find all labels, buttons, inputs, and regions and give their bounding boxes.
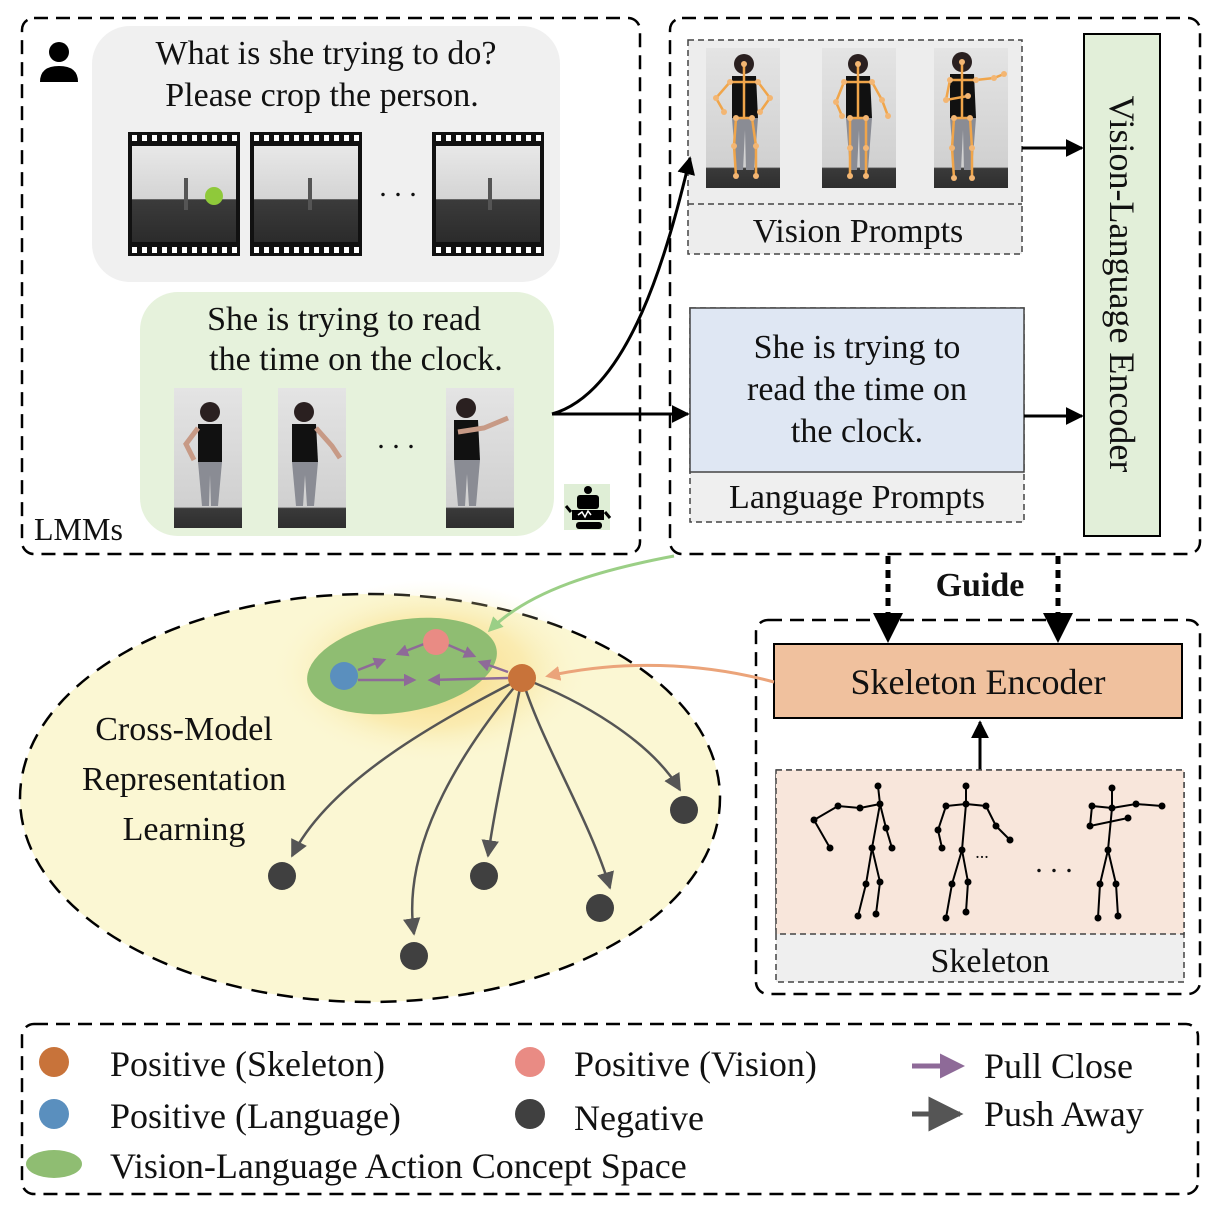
negative-node-4 xyxy=(586,894,614,922)
lmm-panel xyxy=(20,16,642,556)
answer-line1: She is trying to read xyxy=(207,301,481,338)
negative-node-5 xyxy=(670,796,698,824)
pull-arrow-4 xyxy=(477,659,509,674)
push-arrow-3 xyxy=(481,677,524,858)
skeleton-panel xyxy=(754,618,1202,996)
pose-frame-2 xyxy=(822,48,896,188)
video-frame-3 xyxy=(432,132,544,256)
legend-negative: Negative xyxy=(574,1098,704,1138)
skeleton-figure-2 xyxy=(934,782,1014,922)
push-away-arrows xyxy=(290,676,682,936)
cropped-person-1 xyxy=(174,388,242,528)
skeleton-figure-3 xyxy=(1086,784,1166,922)
legend-concept-space: Vision-Language Action Concept Space xyxy=(110,1146,687,1186)
vl-encoder-to-space-arrow xyxy=(487,554,675,633)
legend-concept-marker xyxy=(26,1150,82,1178)
skeleton-small-ellipsis: ... xyxy=(975,842,989,862)
push-arrow-5 xyxy=(521,676,682,792)
negative-node-2 xyxy=(400,942,428,970)
video-frame-2 xyxy=(250,132,362,256)
skeleton-label: Skeleton xyxy=(931,943,1050,980)
legend-skeleton-marker xyxy=(39,1047,69,1077)
legend-language-marker xyxy=(39,1099,69,1129)
pull-arrow-6 xyxy=(427,673,509,686)
concept-space xyxy=(307,617,497,715)
vision-language-encoder xyxy=(1083,33,1161,537)
user-query-line2: Please crop the person. xyxy=(165,77,478,114)
language-prompt-line3: the clock. xyxy=(791,413,923,450)
cross-model-title-line2: Representation xyxy=(82,761,286,798)
cropped-person-2 xyxy=(278,388,346,528)
cross-model-title-line3: Learning xyxy=(123,811,246,848)
push-arrow-2 xyxy=(403,677,523,936)
cross-model-title-line1: Cross-Model xyxy=(95,711,273,748)
vision-language-encoder-label: Vision-Language Encoder xyxy=(1102,96,1142,473)
legend xyxy=(20,1022,1200,1196)
skeleton-encoder-label: Skeleton Encoder xyxy=(851,662,1106,702)
cropped-person-3 xyxy=(446,388,514,528)
user-query-line1: What is she trying to do? xyxy=(156,35,497,72)
answer-line2: the time on the clock. xyxy=(209,341,503,378)
vision-positive-node xyxy=(423,629,449,655)
negative-node-3 xyxy=(470,862,498,890)
user-icon xyxy=(36,38,82,84)
person-ellipsis: . . . xyxy=(377,422,415,455)
pull-arrow-3 xyxy=(445,642,477,658)
to-vision-arrow xyxy=(551,156,695,416)
pose-frame-3 xyxy=(934,48,1008,188)
pull-arrow-2 xyxy=(395,642,425,657)
language-prompt-line1: She is trying to xyxy=(754,329,961,366)
lmms-label: LMMs xyxy=(34,511,123,547)
push-arrow-4 xyxy=(520,677,614,890)
legend-push-away: Push Away xyxy=(984,1094,1144,1134)
legend-pull-close: Pull Close xyxy=(984,1046,1133,1086)
language-positive-node xyxy=(330,662,358,690)
legend-vision-marker xyxy=(515,1047,545,1077)
vision-prompts-label: Vision Prompts xyxy=(753,213,964,250)
prompt-panel xyxy=(668,16,1202,556)
legend-negative-marker xyxy=(515,1099,545,1129)
push-arrow-1 xyxy=(290,676,523,858)
robot-icon xyxy=(564,484,612,530)
legend-positive-skeleton: Positive (Skeleton) xyxy=(110,1044,385,1084)
pose-frame-1 xyxy=(706,48,780,188)
language-prompt-line2: read the time on xyxy=(747,371,967,408)
language-prompts-label: Language Prompts xyxy=(729,479,985,516)
legend-positive-vision: Positive (Vision) xyxy=(574,1044,817,1084)
skeleton-ellipsis: . . . xyxy=(1035,846,1073,879)
guide-label: Guide xyxy=(936,567,1025,604)
legend-positive-language: Positive (Language) xyxy=(110,1096,401,1136)
pull-arrow-1 xyxy=(357,657,387,672)
skeleton-positive-node xyxy=(508,664,536,692)
skeleton-figure-1 xyxy=(810,782,896,920)
video-frame-1 xyxy=(128,132,240,256)
negative-node-1 xyxy=(268,862,296,890)
pull-close-arrows xyxy=(357,642,509,687)
frames-ellipsis: . . . xyxy=(379,170,417,203)
skeleton-encoder-to-space-arrow xyxy=(545,663,775,684)
